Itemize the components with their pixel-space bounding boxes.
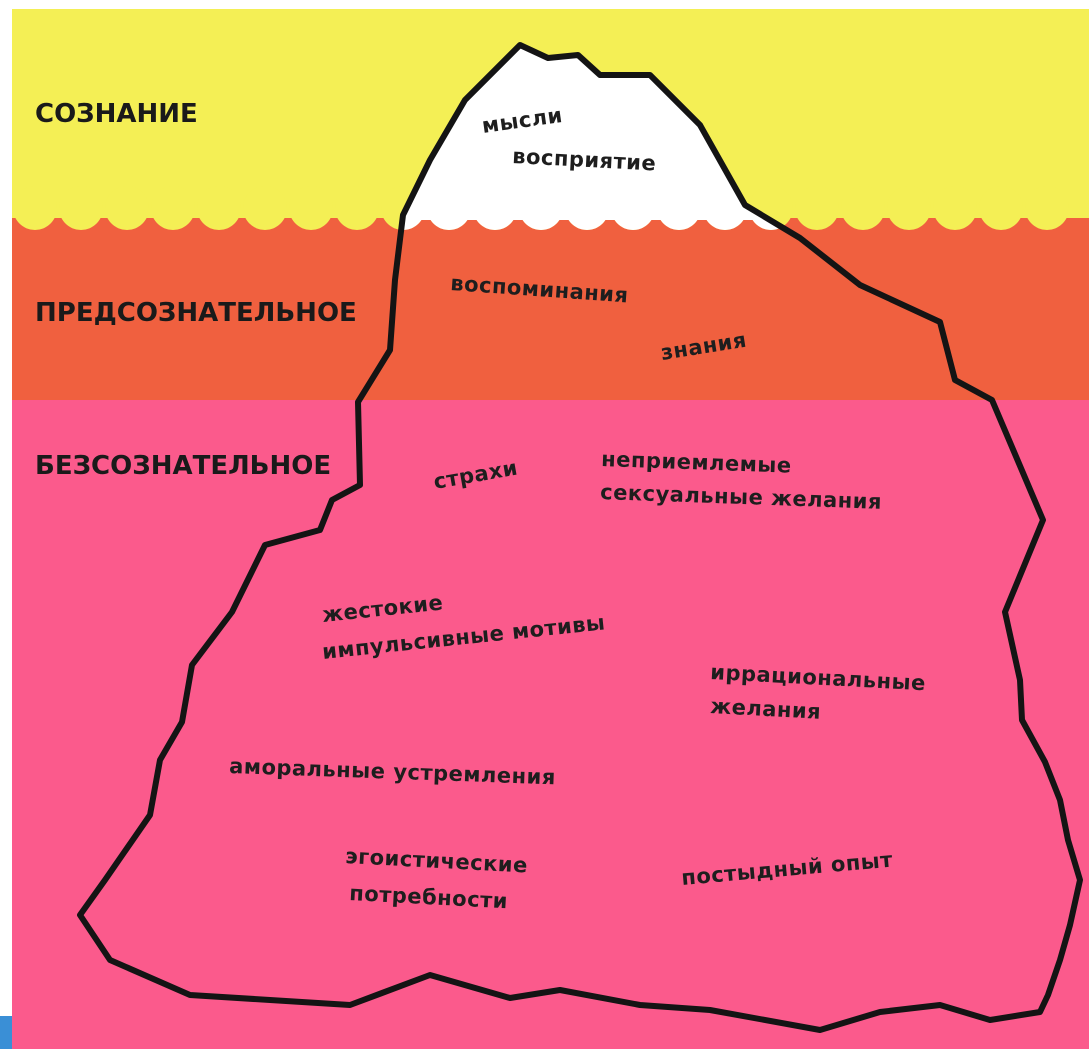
wave-scallop [519, 186, 563, 230]
zone-label-preconscious: ПРЕДСОЗНАТЕЛЬНОЕ [35, 298, 357, 328]
wave-scallop [151, 186, 195, 230]
wave-scallop [841, 186, 885, 230]
unconscious-band [12, 400, 1089, 1049]
left-white-strip [0, 0, 12, 1049]
wave-scallop [59, 186, 103, 230]
wave-scallop [105, 186, 149, 230]
wave-scallop [703, 186, 747, 230]
wave-scallop [611, 186, 655, 230]
corner-blue-mark [0, 1016, 12, 1049]
top-white-strip [0, 0, 1089, 9]
wave-scallop [657, 186, 701, 230]
wave-scallop [335, 186, 379, 230]
wave-scallop [473, 186, 517, 230]
item-irrational-desires: желания [710, 694, 822, 724]
wave-scallop [565, 186, 609, 230]
wave-scallop [197, 186, 241, 230]
zone-label-unconscious: БЕЗСОЗНАТЕЛЬНОЕ [35, 451, 331, 481]
wave-scallop [1025, 186, 1069, 230]
wave-scallop [243, 186, 287, 230]
iceberg-outline [77, 42, 1083, 1033]
wave-scallop [795, 186, 839, 230]
wave-scallop [13, 186, 57, 230]
wave-scallop [979, 186, 1023, 230]
wave-scallop [933, 186, 977, 230]
wave-scallop [289, 186, 333, 230]
wave-scallop [427, 186, 471, 230]
zone-label-conscious: СОЗНАНИЕ [35, 99, 198, 129]
wave-scallop [887, 186, 931, 230]
